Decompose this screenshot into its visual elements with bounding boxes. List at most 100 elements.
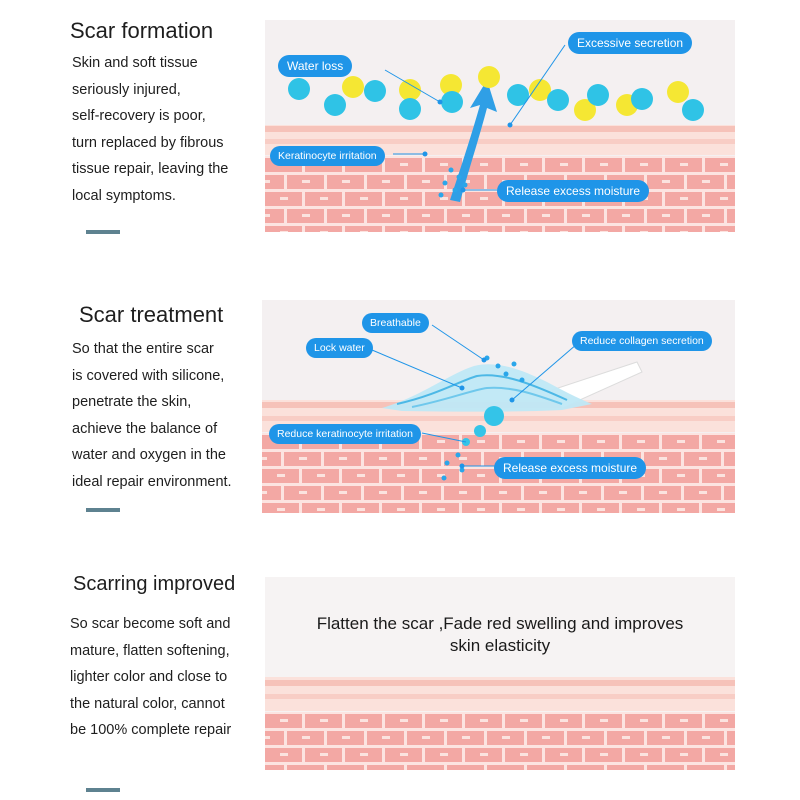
moisture-dot: [455, 452, 461, 458]
skin-cell: [727, 765, 735, 770]
cell-nucleus: [680, 231, 688, 232]
cell-nucleus: [680, 197, 688, 200]
cell-nucleus: [422, 180, 430, 183]
cell-nucleus: [659, 457, 667, 460]
label-reduce-keratinocyte-irritation: Reduce keratinocyte irritation: [269, 424, 421, 444]
cell-nucleus: [437, 474, 445, 477]
skin-cell: [407, 765, 444, 770]
description-line: So that the entire scar: [72, 341, 214, 357]
skin-cell: [262, 486, 281, 500]
skin-layer-mid: [265, 694, 735, 699]
yellow-ball: [667, 81, 689, 103]
scar-treatment-diagram: Breathable Lock water Reduce collagen se…: [262, 300, 735, 513]
cell-nucleus: [262, 457, 267, 460]
section-title: Scar formation: [70, 18, 214, 43]
caption-line: Flatten the scar ,Fade red swelling and …: [316, 614, 684, 633]
cell-nucleus: [557, 508, 565, 511]
cell-nucleus: [262, 491, 267, 494]
skin-cell: [305, 226, 342, 232]
description-line: tissue repair, leaving the: [72, 161, 229, 177]
pointer-dot: [507, 122, 513, 128]
cell-nucleus: [520, 719, 528, 722]
cell-nucleus: [379, 457, 387, 460]
cell-nucleus: [640, 753, 648, 756]
description-line: seriously injured,: [72, 81, 181, 98]
description-line: So scar become soft and: [70, 616, 231, 632]
cell-nucleus: [360, 719, 368, 722]
skin-cell: [265, 209, 284, 223]
cell-nucleus: [360, 231, 368, 232]
cell-nucleus: [382, 214, 390, 217]
yellow-ball: [342, 76, 364, 98]
skin-cell: [367, 765, 404, 770]
cell-nucleus: [699, 457, 707, 460]
section-scar-treatment: Scar treatment So that the entire scar i…: [0, 280, 800, 535]
skin-cell: [724, 486, 735, 500]
cell-nucleus: [717, 508, 725, 511]
cell-nucleus: [320, 753, 328, 756]
skin-cell: [262, 452, 281, 466]
pointer-dot: [422, 151, 428, 157]
cell-nucleus: [480, 197, 488, 200]
skin-cell: [665, 226, 702, 232]
skin-cell: [265, 765, 284, 770]
skin-cell: [265, 731, 284, 745]
cell-nucleus: [437, 508, 445, 511]
skin-cell: [705, 226, 735, 232]
blue-ball: [631, 88, 653, 110]
cell-nucleus: [520, 753, 528, 756]
water-ball: [484, 406, 504, 426]
cell-nucleus: [579, 491, 587, 494]
blue-ball: [682, 99, 704, 121]
skin-cell: [607, 765, 644, 770]
moisture-dot: [438, 192, 444, 198]
section-description: So that the entire scar is covered with …: [72, 336, 232, 495]
cell-nucleus: [677, 474, 685, 477]
skin-cell: [625, 226, 662, 232]
moisture-dot: [456, 174, 462, 180]
silicone-gel-stripe: [411, 386, 563, 408]
molecule-balls: [288, 66, 704, 121]
skin-cell: [647, 765, 684, 770]
skin-illustration: [265, 677, 735, 770]
cell-nucleus: [437, 440, 445, 443]
scar-formation-diagram: Water loss Excessive secretion Keratinoc…: [265, 20, 735, 232]
yellow-ball: [574, 99, 596, 121]
cell-nucleus: [440, 231, 448, 232]
section-title: Scarring improved: [73, 573, 236, 595]
cell-nucleus: [640, 163, 648, 166]
cell-nucleus: [560, 753, 568, 756]
moisture-dot: [448, 167, 454, 173]
blue-ball: [547, 89, 569, 111]
cell-nucleus: [302, 180, 310, 183]
cell-nucleus: [320, 231, 328, 232]
label-pointer: [509, 44, 566, 126]
cell-nucleus: [320, 719, 328, 722]
silicone-gel-stripe: [396, 374, 568, 405]
section-title: Scar treatment: [79, 302, 224, 327]
cell-nucleus: [440, 197, 448, 200]
label-breathable: Breathable: [362, 313, 429, 333]
cell-nucleus: [677, 440, 685, 443]
cell-nucleus: [720, 719, 728, 722]
cell-nucleus: [462, 180, 470, 183]
section-description: So scar become soft and mature, flatten …: [70, 611, 231, 744]
blue-ball: [587, 84, 609, 106]
label-release-excess-moisture: Release excess moisture: [494, 457, 647, 479]
pointer-dot: [509, 397, 515, 403]
cell-nucleus: [702, 736, 710, 739]
skin-cell: [447, 765, 484, 770]
cell-nucleus: [520, 231, 528, 232]
cell-nucleus: [440, 163, 448, 166]
blue-ball: [364, 80, 386, 102]
cell-nucleus: [299, 491, 307, 494]
description-line: self-recovery is poor,: [72, 108, 206, 124]
skin-cell: [727, 731, 735, 745]
section-scar-formation: Scar formation Skin and soft tissue seri…: [0, 0, 800, 265]
cell-nucleus: [560, 163, 568, 166]
cell-nucleus: [357, 474, 365, 477]
cell-nucleus: [400, 719, 408, 722]
skin-cell: [545, 226, 582, 232]
label-reduce-collagen-secretion: Reduce collagen secretion: [572, 331, 712, 351]
cell-nucleus: [462, 736, 470, 739]
